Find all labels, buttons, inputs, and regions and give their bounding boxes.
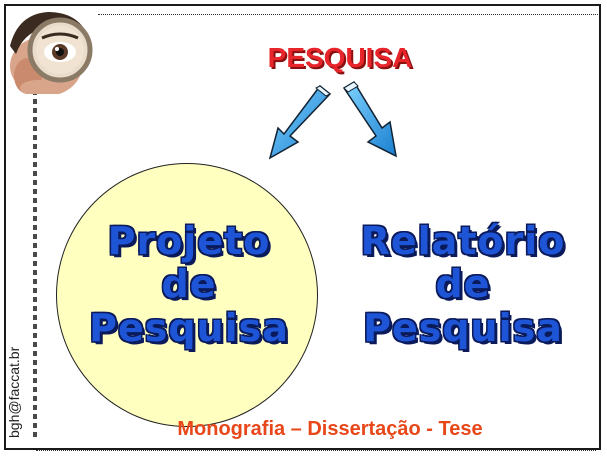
left-line-2: de: [161, 262, 217, 307]
left-line-3: Pesquisa: [89, 305, 289, 350]
eye-magnifier-photo: [10, 12, 93, 94]
down-arrows-icon: [268, 80, 397, 160]
side-email: bgh@faccat.br: [6, 346, 22, 438]
right-line-3: Pesquisa: [363, 305, 563, 350]
left-line-1: Projeto: [107, 219, 271, 263]
slide-border: [4, 4, 601, 450]
projeto-de-pesquisa-text: Projeto de Pesquisa: [64, 219, 314, 350]
left-divider: [33, 90, 37, 440]
down-right-arrow-icon: [342, 80, 397, 158]
bottom-divider: [36, 450, 596, 451]
page-title: PESQUISA: [267, 42, 413, 73]
footer-text: Monografia – Dissertação - Tese: [177, 418, 483, 440]
highlight-ellipse: [56, 163, 318, 427]
top-divider: [98, 14, 598, 15]
down-left-arrow-icon: [268, 84, 332, 160]
right-line-2: de: [435, 262, 491, 307]
relatorio-de-pesquisa-text: Relatório de Pesquisa: [328, 219, 598, 350]
right-line-1: Relatório: [360, 219, 566, 263]
